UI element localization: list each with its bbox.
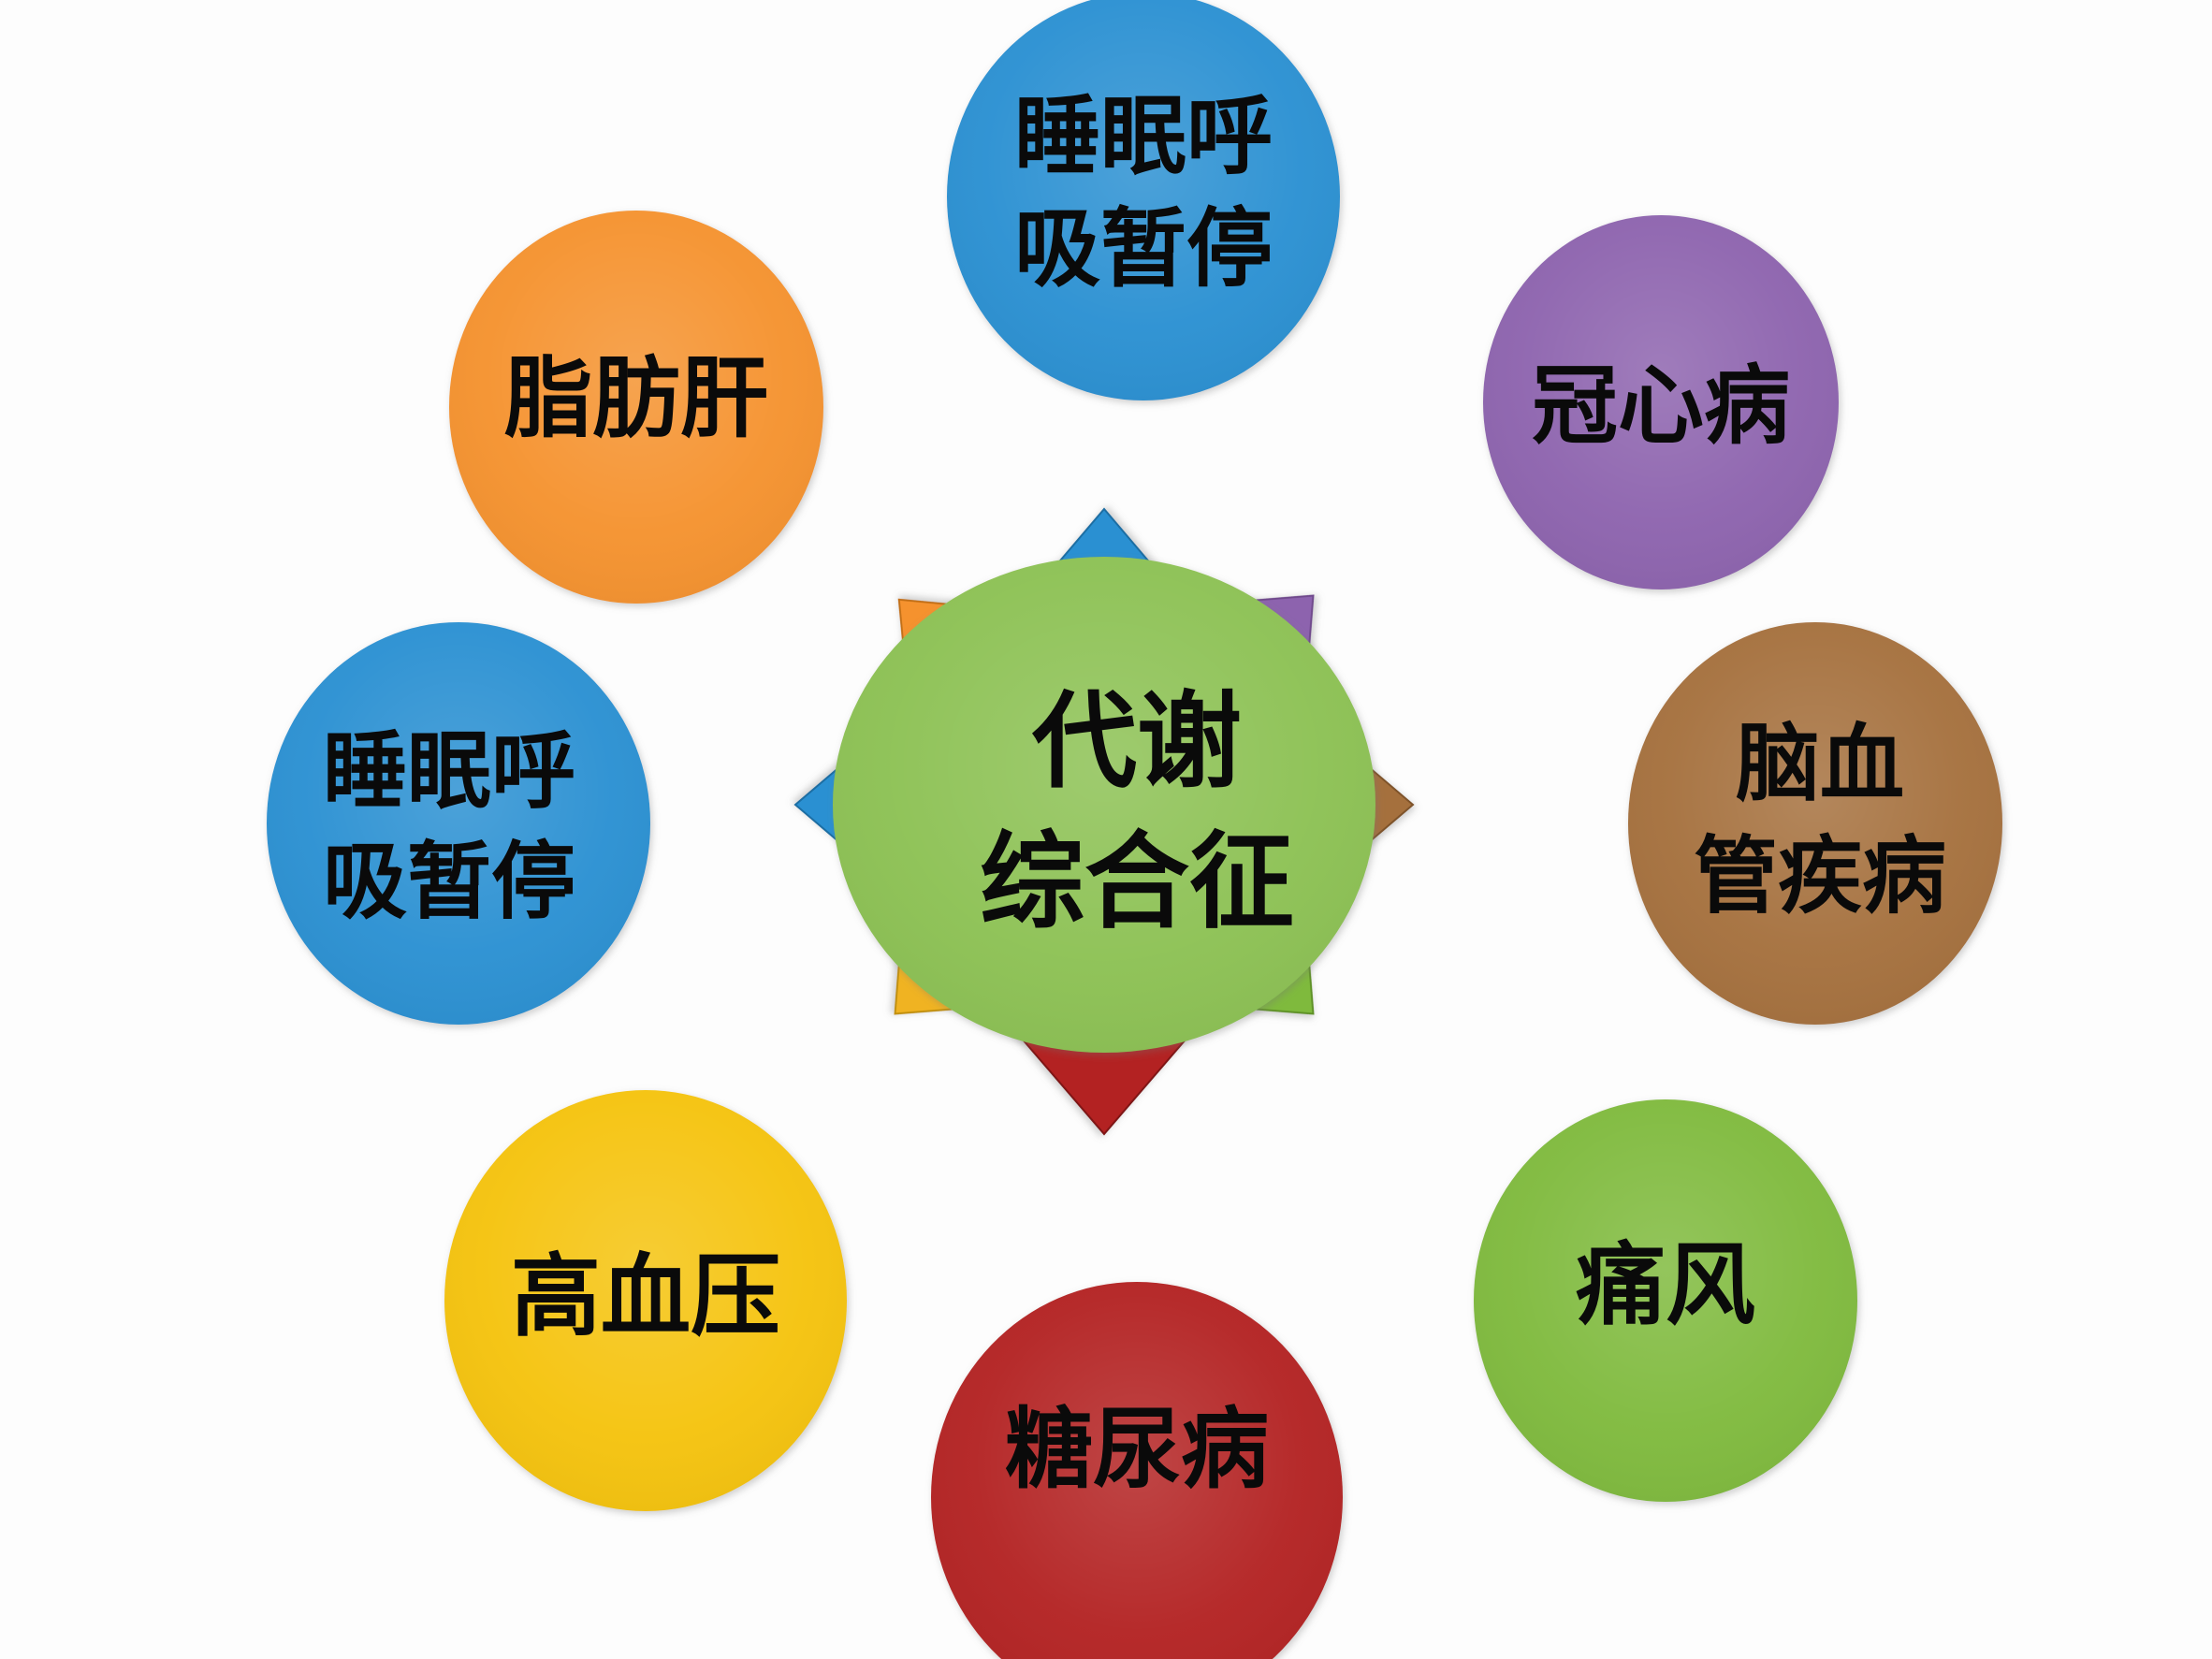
- center-label-line2: 综合征: [980, 822, 1294, 943]
- node-label-line1: 冠心病: [1532, 356, 1790, 456]
- node-sheen: [267, 622, 650, 1025]
- node-gout[interactable]: 痛风: [1474, 1099, 1857, 1502]
- node-fatty-liver[interactable]: 脂肪肝: [449, 211, 823, 604]
- node-diabetes[interactable]: 糖尿病: [931, 1282, 1343, 1659]
- node-label-line1: 脑血: [1736, 715, 1904, 813]
- node-hypertension[interactable]: 高血压: [444, 1090, 847, 1511]
- node-coronary-heart-disease[interactable]: 冠心病: [1483, 215, 1839, 589]
- node-label-line1: 痛风: [1576, 1232, 1755, 1337]
- node-sleep-apnea-left[interactable]: 睡眠呼 吸暂停: [267, 622, 650, 1025]
- node-sheen: [1474, 1099, 1857, 1502]
- node-label-line1: 糖尿病: [1005, 1399, 1269, 1501]
- node-label-line2: 管疾病: [1694, 827, 1946, 925]
- node-sheen: [1628, 622, 2002, 1025]
- node-sheen: [1483, 215, 1839, 589]
- node-label-line2: 吸暂停: [323, 833, 575, 931]
- node-label-line2: 吸暂停: [1014, 198, 1273, 298]
- node-sleep-apnea-top[interactable]: 睡眠呼 吸暂停: [947, 0, 1340, 400]
- node-sheen: [449, 211, 823, 604]
- node-label-line1: 睡眠呼: [1014, 86, 1273, 186]
- center-label-line1: 代谢: [1031, 681, 1242, 803]
- node-label-line1: 脂肪肝: [504, 348, 768, 450]
- node-sheen: [444, 1090, 847, 1511]
- node-sheen: [947, 0, 1340, 400]
- node-metabolic-syndrome-center[interactable]: 代谢 综合征: [833, 557, 1375, 1053]
- center-sheen: [833, 557, 1375, 1053]
- node-label-line1: 高血压: [511, 1244, 780, 1348]
- node-sheen: [931, 1282, 1343, 1659]
- node-cerebrovascular-disease[interactable]: 脑血 管疾病: [1628, 622, 2002, 1025]
- node-label-line1: 睡眠呼: [323, 722, 575, 821]
